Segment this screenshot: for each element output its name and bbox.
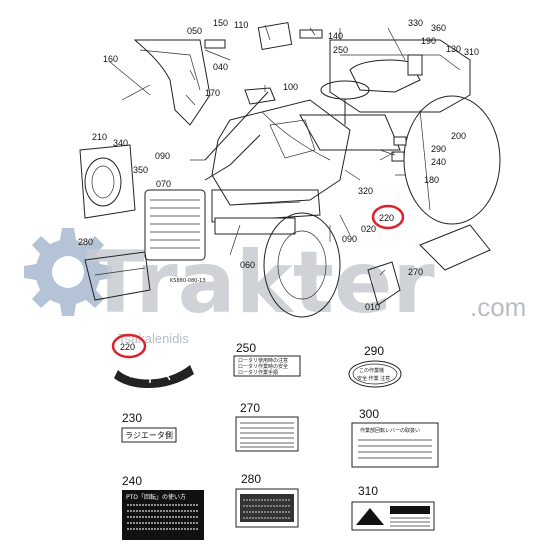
highlight-circle xyxy=(111,333,147,359)
highlight-label: 220 xyxy=(379,213,394,223)
part-label: 190 xyxy=(421,36,436,46)
part-label: 360 xyxy=(431,23,446,33)
decal-label: 250 xyxy=(236,341,256,355)
gear-icon xyxy=(24,228,112,316)
part-label: 170 xyxy=(205,88,220,98)
decal-label: 220 xyxy=(120,342,135,352)
decal-text: ロータリ使用時の注意 xyxy=(238,357,288,364)
decal-240-shape xyxy=(122,490,204,540)
decals-section: 220 250 ロータリ使用時の注意 ロータリ作業時の安全 ロータリ作業手順 2… xyxy=(111,333,439,540)
part-label: 250 xyxy=(333,45,348,55)
part-label: 090 xyxy=(155,151,170,161)
decal-300-shape xyxy=(351,422,439,468)
decal-230-shape xyxy=(121,427,177,443)
part-label: 010 xyxy=(365,302,380,312)
decal-label: 310 xyxy=(358,484,378,498)
decal-220-shape xyxy=(114,365,194,388)
decal-text: 作業部回転レバーの取扱い xyxy=(360,427,420,434)
decal-label: 240 xyxy=(122,474,142,488)
part-label: 320 xyxy=(358,186,373,196)
part-label: 130 xyxy=(446,44,461,54)
part-label: 310 xyxy=(464,47,479,57)
drawing-code: KS880-080-13 xyxy=(170,278,206,284)
part-label: 340 xyxy=(113,138,128,148)
part-label: 290 xyxy=(431,144,446,154)
decal-text: この作業機 xyxy=(359,367,384,374)
part-label: 180 xyxy=(424,175,439,185)
part-label: 110 xyxy=(234,20,248,30)
tractor-drawing xyxy=(79,21,501,318)
part-label: 200 xyxy=(451,131,466,141)
watermark-text: Trakter xyxy=(86,233,435,333)
watermark: Trakter .com Tsakalenidis xyxy=(24,228,526,346)
part-label: 270 xyxy=(408,267,423,277)
part-label: 020 xyxy=(361,224,376,234)
part-label: 330 xyxy=(408,18,423,28)
part-label: 280 xyxy=(78,237,93,247)
decal-280-inner xyxy=(240,494,294,522)
part-label: 210 xyxy=(92,132,107,142)
decal-250-shape xyxy=(233,355,301,377)
watermark-suffix: .com xyxy=(470,292,526,322)
decal-label: 290 xyxy=(364,344,384,358)
decal-290-shape xyxy=(348,360,402,388)
part-labels: 150 110 140 330 360 050 130 310 190 250 … xyxy=(78,18,479,312)
part-label: 240 xyxy=(431,157,446,167)
part-label: 150 xyxy=(213,18,228,28)
highlight-circle xyxy=(371,204,405,230)
part-label: 350 xyxy=(133,165,148,175)
decal-text: ラジエータ側 xyxy=(125,430,173,440)
decal-text: PTO「回転」の使い方 xyxy=(126,493,186,501)
highlight-220-main: 220 xyxy=(371,204,405,230)
part-label: 050 xyxy=(187,26,202,36)
decal-text: ロータリ作業時の安全 xyxy=(238,363,288,370)
part-label: 060 xyxy=(240,260,255,270)
decal-text: ロータリ作業手順 xyxy=(238,369,278,376)
decal-text: 安全 作業 注意 xyxy=(357,375,390,382)
part-label: 160 xyxy=(103,54,118,64)
part-label: 140 xyxy=(328,31,343,41)
part-label: 070 xyxy=(156,179,171,189)
decal-label: 230 xyxy=(122,411,142,425)
part-label: 090 xyxy=(342,234,357,244)
decal-label: 280 xyxy=(241,472,261,486)
decal-label: 270 xyxy=(240,401,260,415)
warning-triangle-icon xyxy=(356,508,384,525)
decal-label: 300 xyxy=(359,407,379,421)
decal-270-shape xyxy=(235,416,299,452)
grille-lines xyxy=(150,199,200,249)
part-label: 100 xyxy=(283,82,298,92)
part-label: 040 xyxy=(213,62,228,72)
